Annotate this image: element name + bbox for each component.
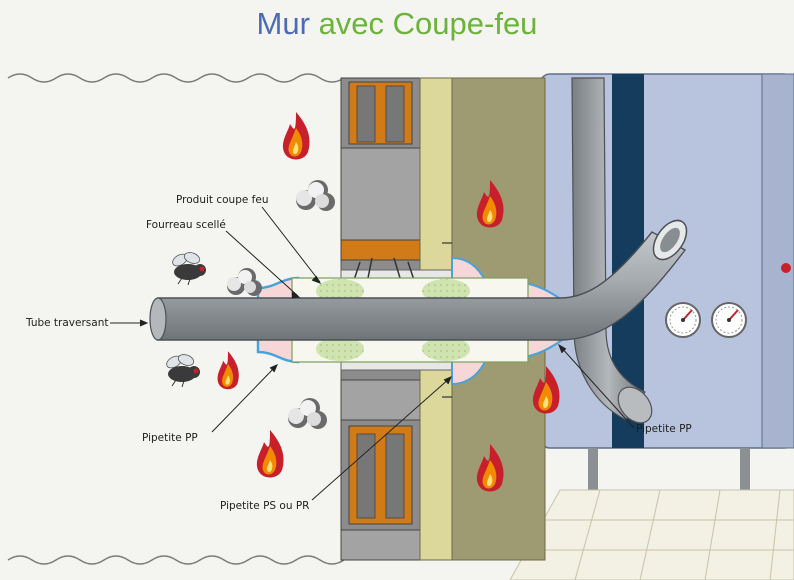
page-title: Mur avec Coupe-feu bbox=[0, 6, 794, 42]
smoke-icon bbox=[296, 180, 335, 211]
label-tube-traversant: Tube traversant bbox=[26, 317, 109, 329]
label-pipetite-pp-left: Pipetite PP bbox=[142, 432, 198, 444]
wavy-line-top bbox=[7, 73, 345, 83]
flame-icon bbox=[217, 351, 239, 390]
flame-icon bbox=[532, 366, 560, 414]
label-pipetite-ps-pr: Pipetite PS ou PR bbox=[220, 500, 310, 512]
smoke-icon bbox=[288, 398, 327, 429]
label-produit-coupe-feu: Produit coupe feu bbox=[176, 194, 269, 206]
title-part-mur: Mur bbox=[256, 6, 310, 41]
fly-icon bbox=[172, 252, 206, 286]
wavy-line-bottom bbox=[7, 555, 345, 565]
flame-icon bbox=[476, 444, 504, 492]
fly-icon bbox=[166, 354, 200, 388]
smoke-icon bbox=[227, 268, 262, 296]
label-fourreau-scelle: Fourreau scellé bbox=[146, 219, 226, 231]
indicator-light-icon bbox=[781, 263, 791, 273]
label-pipetite-pp-right: Pipetite PP bbox=[636, 423, 692, 435]
sleeve-ties bbox=[353, 257, 415, 281]
brick-wall bbox=[340, 77, 421, 561]
leader-lines bbox=[110, 206, 635, 501]
title-part-coupe-feu: avec Coupe-feu bbox=[318, 6, 538, 41]
gauge-icon bbox=[665, 302, 701, 338]
flame-icon bbox=[476, 180, 504, 228]
flame-icon bbox=[282, 112, 310, 160]
gauge-icon bbox=[711, 302, 747, 338]
floor-tiles bbox=[509, 489, 794, 580]
flame-icon bbox=[256, 430, 284, 478]
tube-traversant bbox=[157, 231, 687, 341]
